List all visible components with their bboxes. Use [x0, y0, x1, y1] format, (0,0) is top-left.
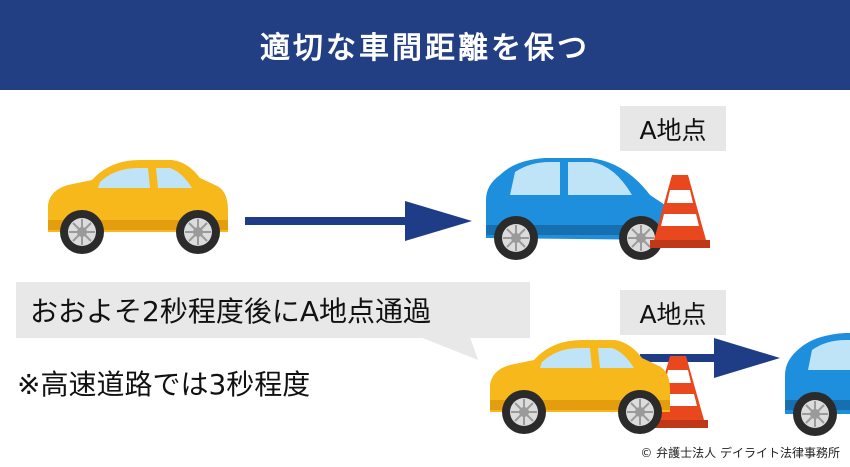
point-label-bottom: A地点 — [620, 290, 726, 335]
copyright-text: © 弁護士法人 デイライト法律事務所 — [640, 446, 840, 460]
speech-bubble: おおよそ2秒程度後にA地点通過 — [16, 282, 530, 338]
arrow-bottom — [640, 338, 780, 378]
bubble-tail — [420, 337, 478, 360]
yellow-car-top — [48, 160, 228, 255]
arrow-top — [245, 201, 472, 241]
header-bar: 適切な車間距離を保つ — [0, 0, 850, 90]
blue-car-top — [486, 158, 671, 261]
point-label-top: A地点 — [620, 106, 726, 151]
yellow-car-bottom — [490, 340, 670, 435]
page-title: 適切な車間距離を保つ — [260, 31, 590, 66]
traffic-cone-top — [650, 175, 710, 248]
expressway-note: ※高速道路では3秒程度 — [17, 368, 311, 401]
blue-car-bottom — [785, 333, 850, 437]
